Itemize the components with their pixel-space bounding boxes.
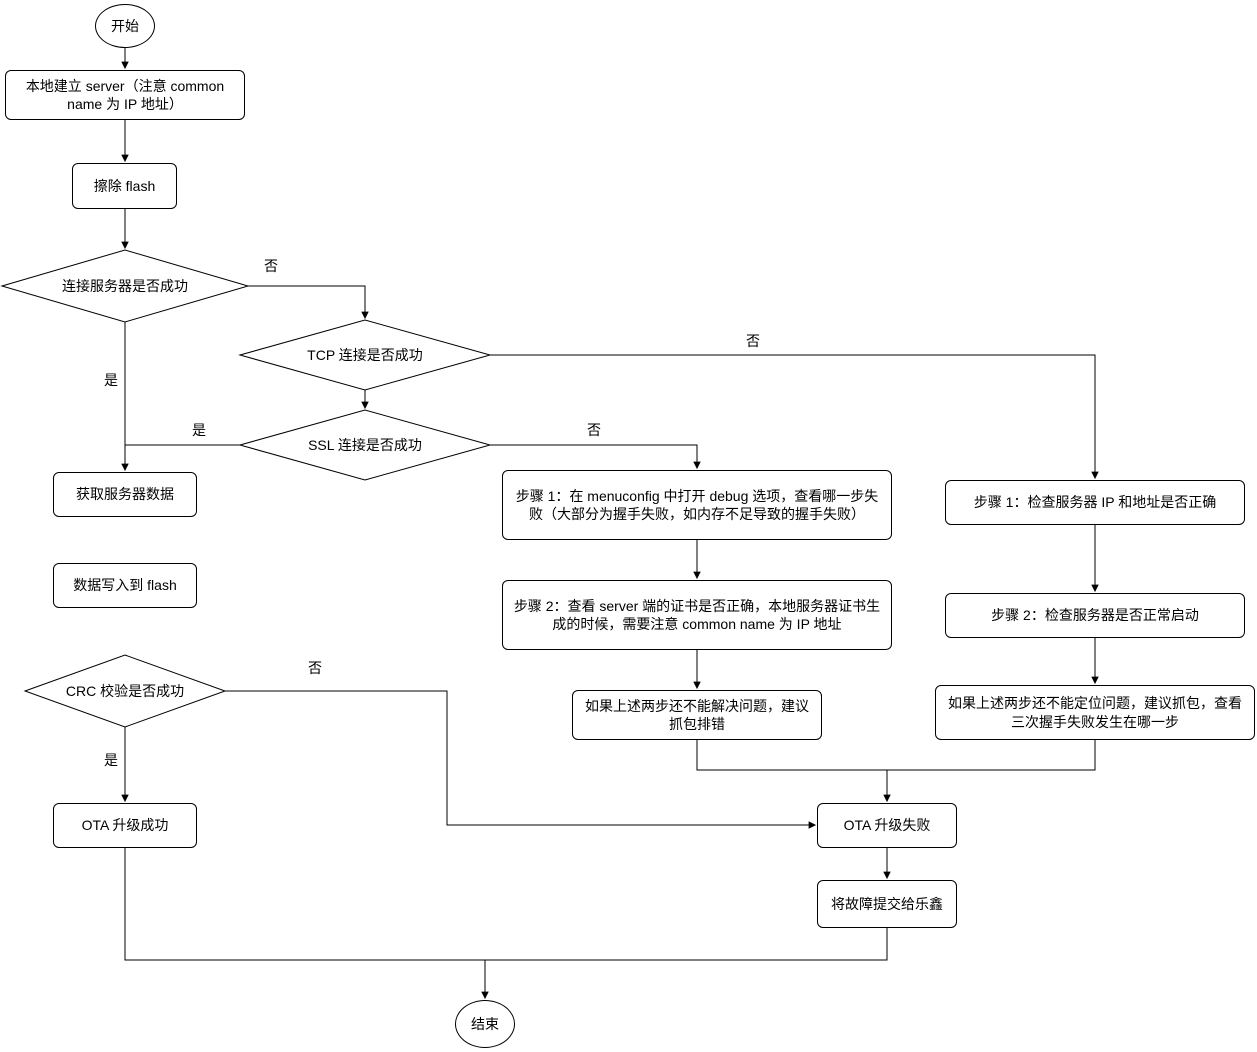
node-end: 结束 [455,1000,515,1048]
node-local-server: 本地建立 server（注意 common name 为 IP 地址） [5,70,245,120]
node-submit-espressif: 将故障提交给乐鑫 [817,880,957,928]
node-tcp-step1: 步骤 1：检查服务器 IP 和地址是否正确 [945,480,1245,525]
edge-label-crc-no: 否 [306,660,324,676]
node-ota-fail: OTA 升级失败 [817,803,957,848]
node-get-server-data: 获取服务器数据 [53,472,197,517]
diamond-crc-check [23,654,227,728]
node-erase-flash: 擦除 flash [72,163,177,209]
node-tcp-step2: 步骤 2：检查服务器是否正常启动 [945,593,1245,638]
node-tcp-capture: 如果上述两步还不能定位问题，建议抓包，查看三次握手失败发生在哪一步 [935,685,1255,740]
edge-ssl-capture-to-ota-fail [696,740,891,803]
edge-tcp-no-to-tcp-step1 [490,354,1099,480]
node-ssl-capture: 如果上述两步还不能解决问题，建议抓包排错 [572,690,822,740]
node-ssl-step1: 步骤 1：在 menuconfig 中打开 debug 选项，查看哪一步失败（大… [502,470,892,540]
edge-label-connect-server-yes: 是 [102,372,120,388]
node-start: 开始 [95,4,155,48]
edge-submit-merge [485,928,888,961]
edge-label-connect-server-no: 否 [262,258,280,274]
diamond-ssl-connect [238,409,492,481]
node-ssl-step2: 步骤 2：查看 server 端的证书是否正确，本地服务器证书生成的时候，需要注… [502,580,892,650]
node-write-flash: 数据写入到 flash [53,563,197,608]
edge-connect-server-no-to-tcp [248,285,369,320]
edge-ssl-no-to-ssl-step1 [490,444,701,470]
edge-label-ssl-no: 否 [585,422,603,438]
diamond-connect-server [0,249,250,323]
diamond-tcp-connect [238,319,492,391]
edge-label-ssl-yes: 是 [190,422,208,438]
node-ota-success: OTA 升级成功 [53,803,197,848]
edge-crc-no-to-ota-fail [225,690,817,829]
edge-tcp-capture-merge [887,740,1096,771]
edge-ota-success-to-end [124,848,489,1000]
edge-label-crc-yes: 是 [102,752,120,768]
edge-label-tcp-no: 否 [744,333,762,349]
